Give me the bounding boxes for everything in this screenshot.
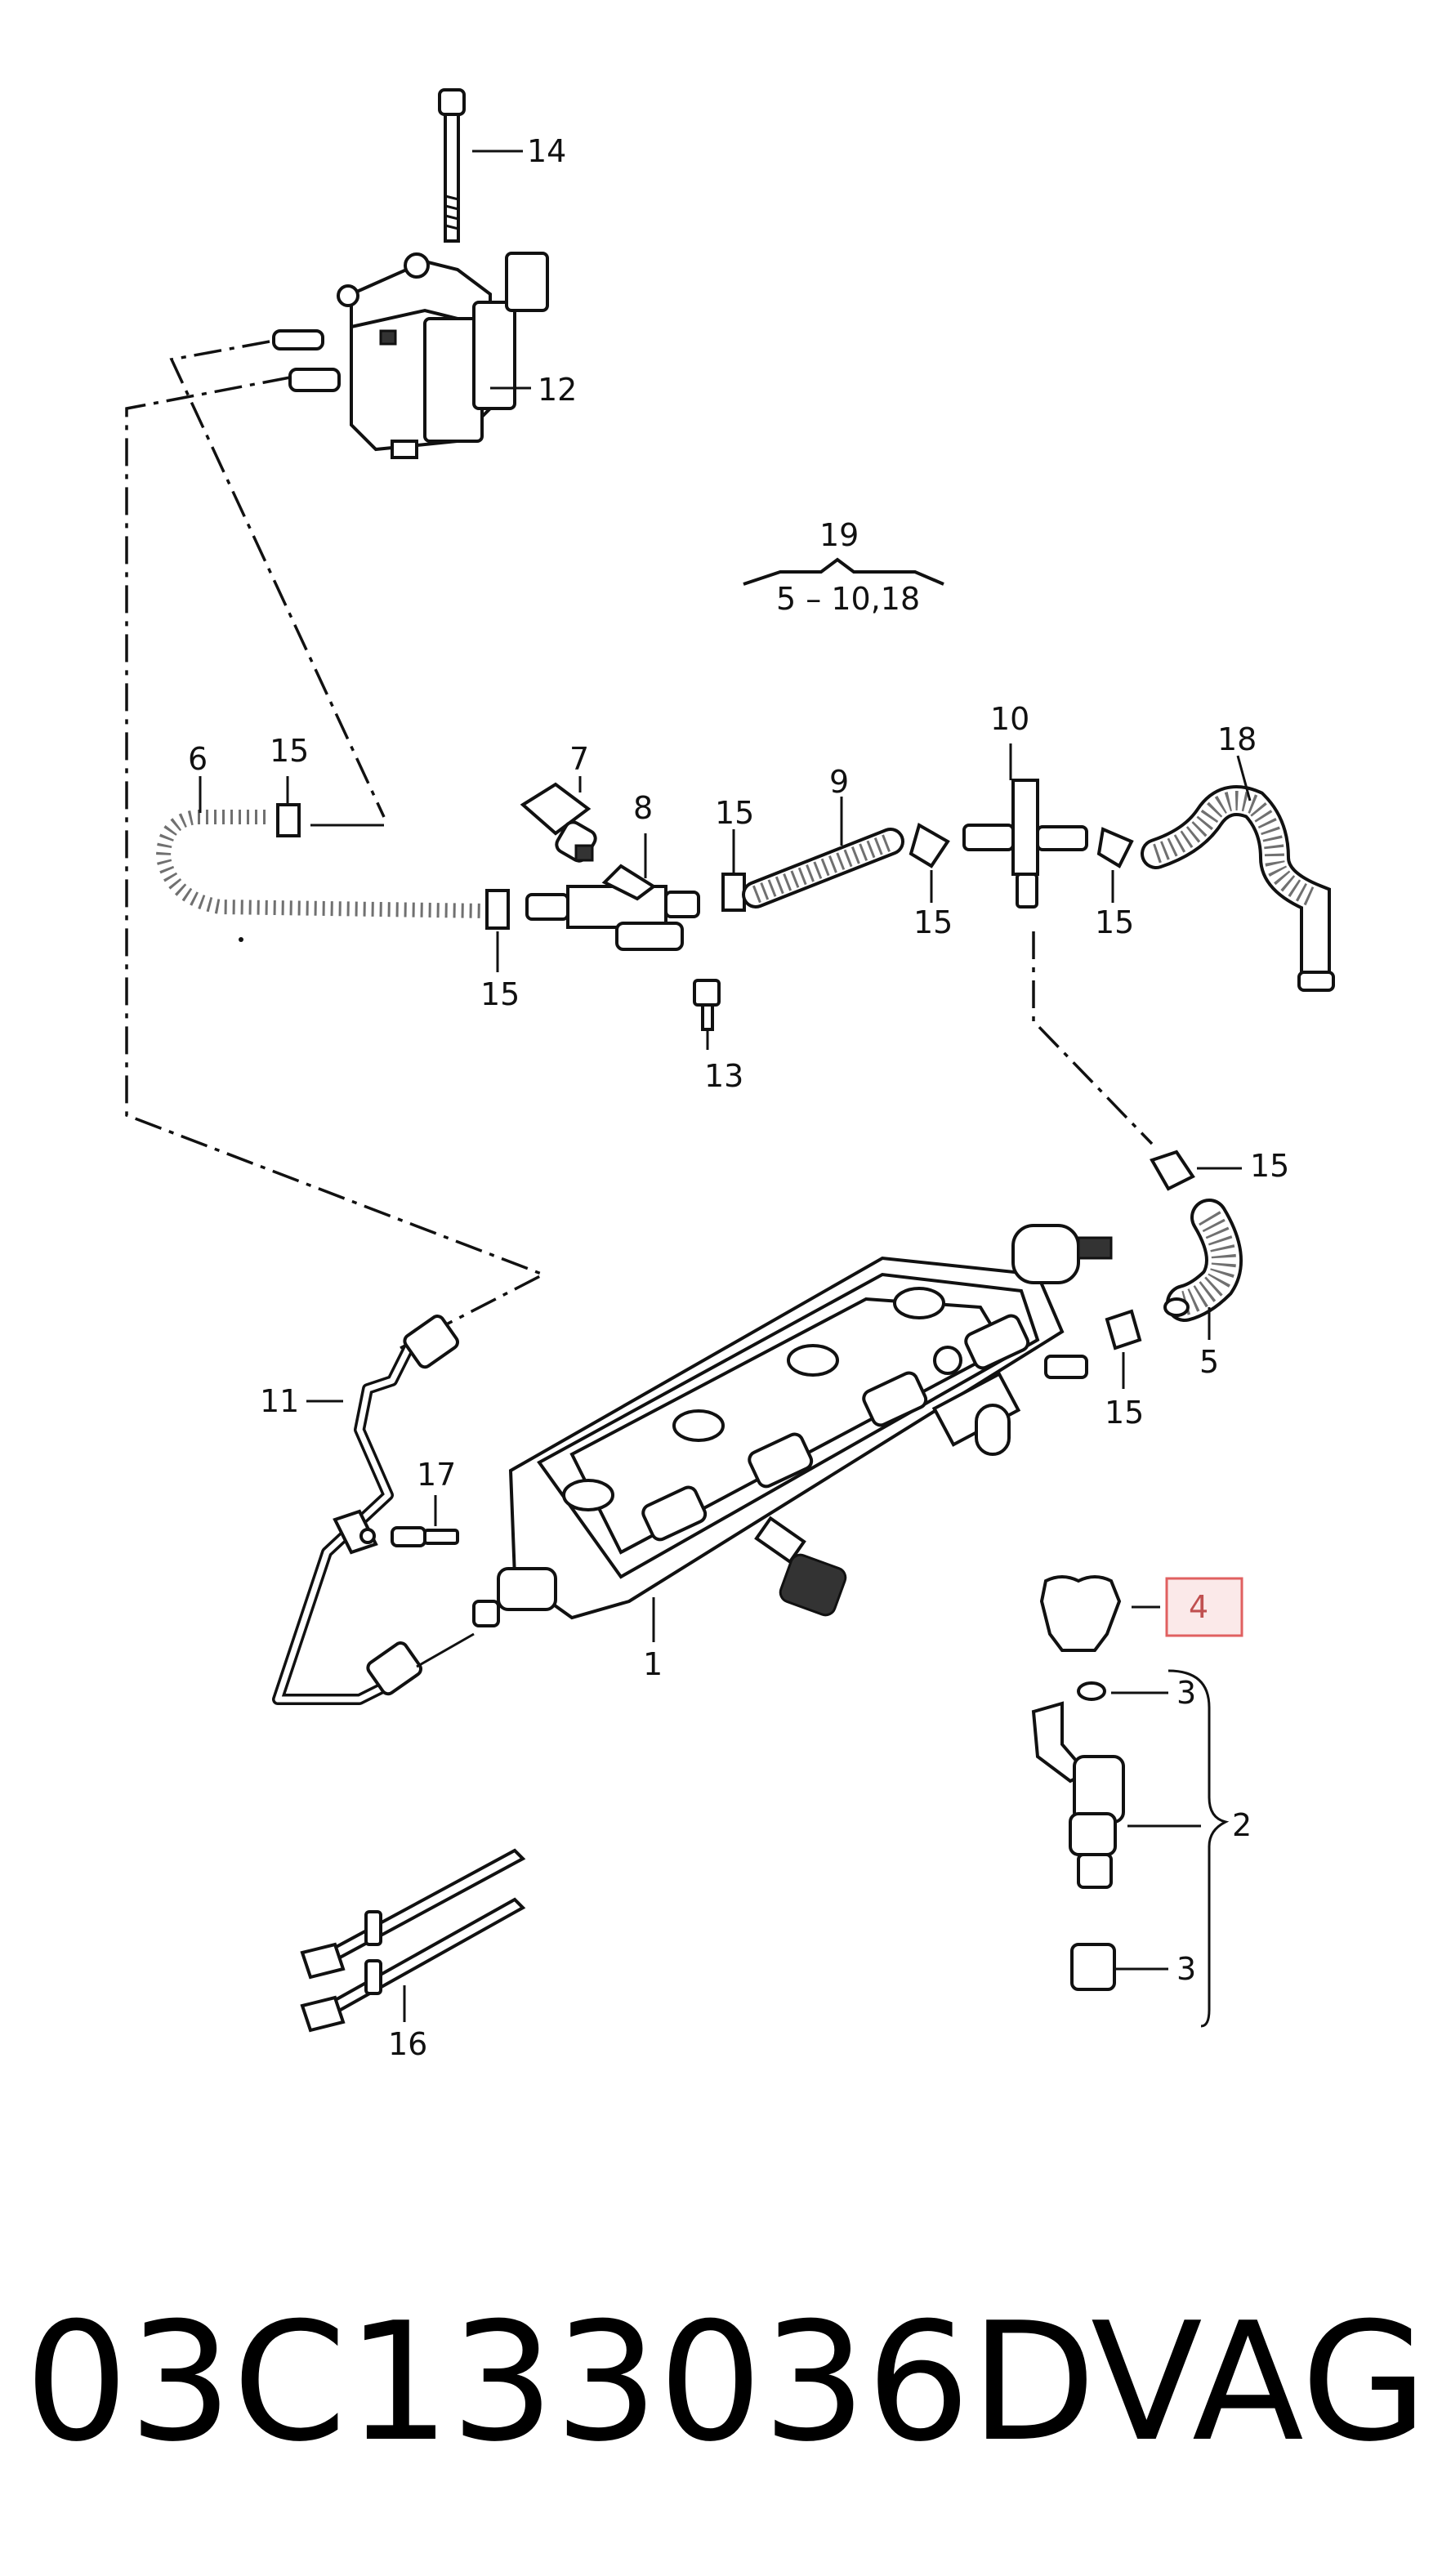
callout-19: 19 [819, 517, 859, 553]
distributor-8 [525, 864, 700, 951]
callout-17: 17 [417, 1457, 456, 1493]
callout-6: 6 [188, 741, 208, 777]
cable-tie-16 [300, 1848, 526, 2033]
brand-name: VAG [1091, 2288, 1427, 2478]
bolt-13 [693, 979, 721, 1050]
callout-19-range: 5 – 10,18 [776, 581, 920, 617]
bolt-17 [391, 1495, 459, 1547]
routing-guide-lines [125, 340, 1154, 1350]
callout-2: 2 [1232, 1807, 1252, 1843]
t-connector-10 [962, 779, 1088, 909]
callout-10: 10 [990, 701, 1029, 737]
callout-9: 9 [829, 764, 849, 800]
callout-14: 14 [527, 133, 566, 169]
callout-5: 5 [1199, 1344, 1219, 1380]
callout-4: 4 [1189, 1589, 1208, 1625]
fuel-rail-1 [472, 1224, 1113, 1627]
leader-lines-upper [199, 776, 1114, 972]
highlight-box-4 [1165, 1577, 1243, 1637]
hose-5 [1163, 1199, 1243, 1322]
callout-7: 7 [569, 741, 589, 777]
callout-11: 11 [260, 1383, 299, 1419]
callout-3-b: 3 [1176, 1951, 1196, 1987]
callout-15-a: 15 [270, 733, 309, 769]
callout-labels: 14 12 19 5 – 10,18 10 18 6 15 7 8 15 9 1… [188, 133, 1289, 2062]
callout-15-e: 15 [480, 976, 520, 1012]
injector-assembly-2 [1031, 1575, 1125, 1991]
callout-18: 18 [1217, 721, 1257, 757]
callout-16: 16 [388, 2026, 427, 2062]
pressure-sensor-7 [520, 782, 597, 863]
callout-15-b: 15 [715, 795, 754, 831]
bolt-14 [438, 88, 466, 243]
hose-9 [742, 828, 904, 909]
callout-15-f: 15 [1250, 1148, 1289, 1184]
callout-8: 8 [633, 790, 653, 826]
callout-13: 13 [704, 1058, 743, 1094]
callout-12: 12 [538, 372, 577, 408]
callout-15-d: 15 [1095, 904, 1134, 940]
callout-1: 1 [643, 1646, 663, 1682]
high-pressure-pump-12 [272, 252, 549, 459]
fuel-line-11 [272, 1315, 475, 1705]
callout-3-a: 3 [1176, 1675, 1196, 1711]
hose-18 [1141, 785, 1335, 992]
part-number: 03C133036D [25, 2288, 1096, 2478]
callout-15-g: 15 [1105, 1395, 1144, 1431]
callout-15-c: 15 [913, 904, 953, 940]
hose-6 [154, 809, 487, 942]
